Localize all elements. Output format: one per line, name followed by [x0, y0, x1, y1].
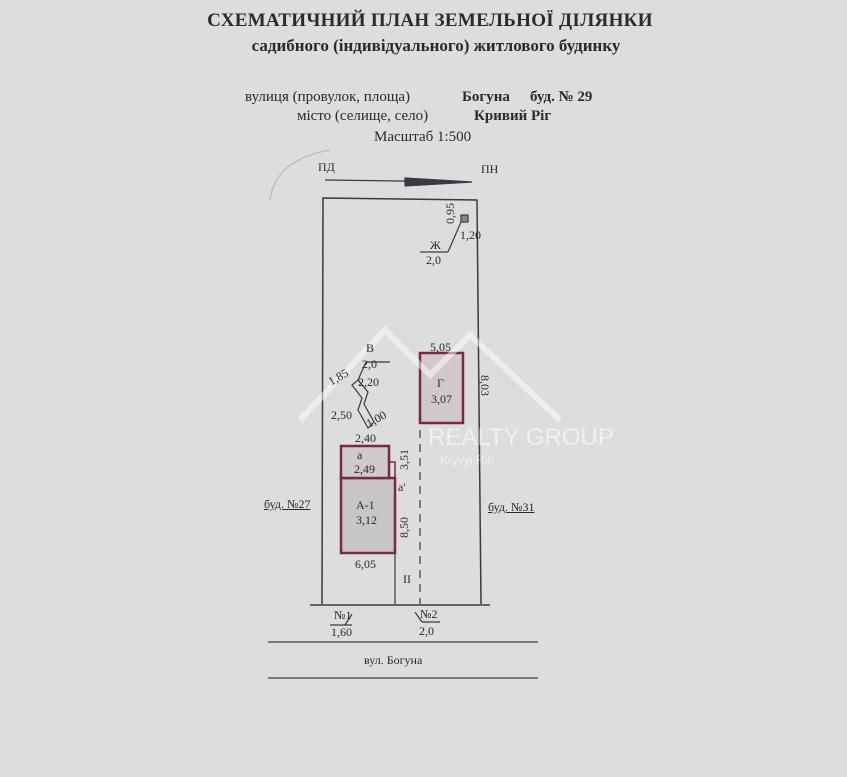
- building-v: [351, 379, 375, 429]
- a-label: а: [357, 448, 363, 462]
- gate1-label: №1: [334, 608, 352, 622]
- fence-label: II: [403, 572, 411, 586]
- plot-boundary: [321, 197, 482, 605]
- orientation-right: ПН: [481, 162, 499, 176]
- a-area: 2,49: [354, 462, 375, 476]
- v-area: 2,0: [362, 357, 377, 371]
- neighbor-right: буд. №31: [488, 500, 535, 514]
- a1-dim1: 8,50: [397, 517, 411, 538]
- zh-area: 2,0: [426, 253, 441, 267]
- building-zh: [460, 214, 469, 223]
- v-label: В: [366, 341, 375, 355]
- gate2-label: №2: [420, 607, 438, 621]
- zh-label: Ж: [430, 238, 441, 252]
- document-title: СХЕМАТИЧНИЙ ПЛАН ЗЕМЕЛЬНОЇ ДІЛЯНКИ: [207, 10, 653, 31]
- g-dim1: 5,05: [430, 340, 451, 354]
- g-label: Г: [437, 376, 444, 390]
- gate2-width: 2,0: [419, 624, 434, 638]
- g-dim2: 8,03: [478, 375, 492, 396]
- watermark-name: REALTY GROUP: [428, 424, 614, 451]
- zh-dim1: 0,95: [443, 203, 457, 224]
- neighbor-left: буд. №27: [264, 497, 311, 511]
- orientation-left: ПД: [318, 160, 335, 174]
- street-value: Богуна: [462, 89, 510, 105]
- building-a: [339, 444, 391, 480]
- g-area: 3,07: [431, 392, 452, 406]
- scale: Масштаб 1:500: [374, 129, 472, 145]
- orientation-arc: [269, 149, 331, 201]
- v-dim3: 2,50: [331, 408, 352, 422]
- document-subtitle: садибного (індивідуального) житлового бу…: [251, 36, 621, 55]
- street-label: вулиця (провулок, площа): [245, 89, 411, 105]
- watermark-city: Kryvyi Rih: [440, 453, 495, 467]
- street-name: вул. Богуна: [364, 653, 423, 667]
- a1-area: 3,12: [356, 513, 377, 527]
- house-number: буд. № 29: [530, 89, 593, 105]
- city-label: місто (селище, село): [297, 108, 429, 124]
- orientation-arrowhead: [404, 177, 473, 187]
- a1-label: А-1: [356, 498, 375, 512]
- a-dim1: 3,51: [397, 449, 411, 470]
- watermark-logo: [297, 325, 563, 423]
- city-value: Кривий Ріг: [474, 108, 552, 124]
- v-dim2: 2,20: [358, 375, 379, 389]
- building-a-prime: [388, 461, 396, 479]
- a1-dim2: 6,05: [355, 557, 376, 571]
- zh-dim2: 1,20: [460, 228, 481, 242]
- v-dim5: 2,40: [355, 431, 376, 445]
- a-prime-label: а': [398, 480, 406, 494]
- gate1-width: 1,60: [331, 625, 352, 639]
